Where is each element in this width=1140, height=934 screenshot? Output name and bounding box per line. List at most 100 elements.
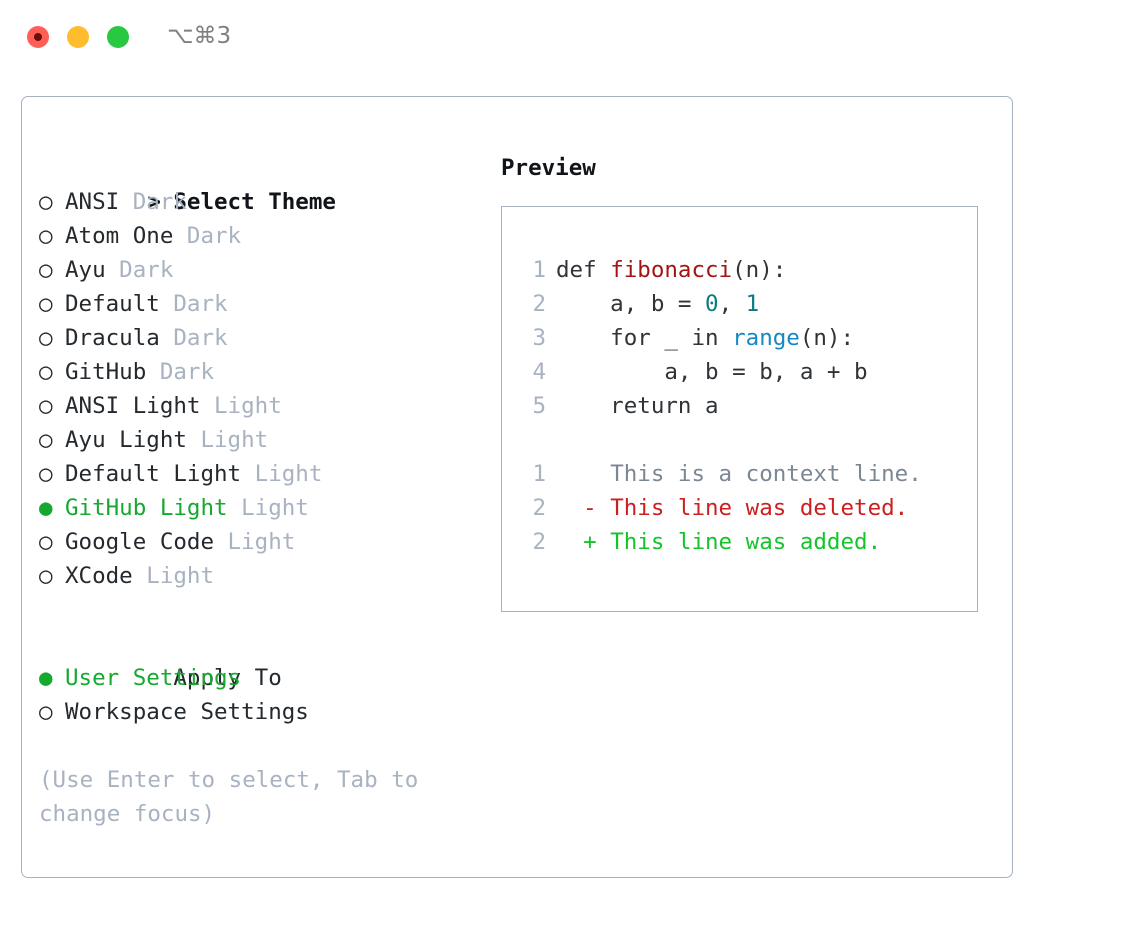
apply-to-list: ● User Settings ○Workspace Settings xyxy=(39,661,479,729)
theme-list-item[interactable]: ○Default Light Light xyxy=(39,457,479,491)
minimize-window-button[interactable] xyxy=(67,26,89,48)
theme-list-item[interactable]: ○ Atom One Dark xyxy=(39,219,479,253)
code-diff-spacer xyxy=(518,423,968,457)
diff-text: This line was added. xyxy=(610,529,882,555)
code-line: 4 a, b = b, a + b xyxy=(518,355,968,389)
radio-unselected-icon: ○ xyxy=(39,563,53,589)
theme-list-item[interactable]: ○ Google Code Light xyxy=(39,525,479,559)
theme-variant-tag: Dark xyxy=(119,189,187,215)
diff-line-text: - This line was deleted. xyxy=(556,495,908,521)
theme-list-item[interactable]: ○ANSI Light Light xyxy=(39,389,479,423)
maximize-window-button[interactable] xyxy=(107,26,129,48)
diff-sample: 1 This is a context line.2 - This line w… xyxy=(518,457,968,559)
select-theme-header-label: Select Theme xyxy=(173,189,336,215)
code-token-plain: a xyxy=(705,393,719,419)
radio-unselected-icon: ○ xyxy=(39,359,53,385)
diff-text: This line was deleted. xyxy=(610,495,909,521)
apply-to-header: ○Apply To xyxy=(39,627,479,691)
radio-selected-icon: ● xyxy=(39,495,53,521)
theme-name: XCode xyxy=(65,563,133,589)
main-panel: >Select Theme ○ANSI Dark○Atom One Dark○A… xyxy=(21,96,1013,878)
theme-variant-tag: Light xyxy=(132,563,215,589)
theme-name: Atom One xyxy=(65,223,174,249)
theme-list-item[interactable]: ○ GitHub Dark xyxy=(39,355,479,389)
code-line: 2 a, b = 0, 1 xyxy=(518,287,968,321)
theme-list-item[interactable]: ○Ayu Light Light xyxy=(39,423,479,457)
theme-name: GitHub Light xyxy=(65,495,228,521)
code-token-fn: fibonacci xyxy=(610,257,733,283)
theme-list-item[interactable]: ○ XCode Light xyxy=(39,559,479,593)
list-spacer xyxy=(39,593,479,627)
theme-variant-tag: Dark xyxy=(159,291,228,317)
theme-name: Dracula xyxy=(65,325,160,351)
code-token-kw: for xyxy=(556,325,665,351)
code-token-num: 0 xyxy=(705,291,719,317)
radio-unselected-icon: ○ xyxy=(39,699,53,725)
radio-unselected-icon: ○ xyxy=(39,427,53,453)
code-token-kw: return xyxy=(556,393,706,419)
select-theme-header: > Select Theme xyxy=(39,151,479,215)
radio-unselected-icon: ○ xyxy=(39,529,53,555)
diff-line-text: This is a context line. xyxy=(556,461,922,487)
theme-list-item[interactable]: ○ Dracula Dark xyxy=(39,321,479,355)
diff-marker: - xyxy=(583,495,597,521)
theme-name: GitHub xyxy=(65,359,147,385)
code-token-plain: (n): xyxy=(732,257,787,283)
radio-unselected-icon: ○ xyxy=(39,223,53,249)
code-token-plain: , xyxy=(718,291,746,317)
code-line-number: 3 xyxy=(532,325,546,351)
diff-line-text: + This line was added. xyxy=(556,529,881,555)
code-token-kw: def xyxy=(556,257,611,283)
title-bar: ⌥⌘3 xyxy=(0,0,1140,78)
theme-list-item[interactable]: ○ Default Dark xyxy=(39,287,479,321)
code-line-number: 4 xyxy=(532,359,546,385)
code-line: 5 return a xyxy=(518,389,968,423)
theme-variant-tag: Dark xyxy=(173,223,242,249)
theme-list: ○ANSI Dark○Atom One Dark○Ayu Dark○Defaul… xyxy=(39,185,479,593)
preview-title: Preview xyxy=(501,155,596,181)
close-icon xyxy=(34,33,42,41)
apply-to-item[interactable]: ● User Settings xyxy=(39,661,479,695)
theme-name: Google Code xyxy=(65,529,215,555)
code-line: 1 def fibonacci(n): xyxy=(518,253,968,287)
preview-column: Preview 1 def fibonacci(n): 2 a, b = 0, 1 3… xyxy=(501,151,991,612)
theme-list-item[interactable]: ○ANSI Dark xyxy=(39,185,479,219)
code-line-number: 1 xyxy=(532,257,546,283)
diff-line: 2 - This line was deleted. xyxy=(518,491,968,525)
code-token-num: 1 xyxy=(745,291,760,317)
theme-list-item[interactable]: ○Ayu Dark xyxy=(39,253,479,287)
prompt-caret-icon: > xyxy=(147,189,161,215)
theme-variant-tag: Light xyxy=(214,529,296,555)
theme-variant-tag: Dark xyxy=(146,359,215,385)
radio-unselected-icon: ○ xyxy=(39,291,53,317)
diff-marker: + xyxy=(583,529,597,555)
theme-name: Default Light xyxy=(65,461,242,487)
diff-line: 1 This is a context line. xyxy=(518,457,968,491)
radio-selected-icon: ● xyxy=(39,665,53,691)
code-line-number: 5 xyxy=(532,393,546,419)
theme-name: Ayu Light xyxy=(65,427,187,453)
apply-to-header-label: Apply To xyxy=(173,665,282,691)
radio-unselected-icon: ○ xyxy=(39,461,53,487)
radio-unselected-icon: ○ xyxy=(39,325,53,351)
theme-variant-tag: Light xyxy=(227,495,309,521)
radio-unselected-icon: ○ xyxy=(39,189,53,215)
theme-name: ANSI Light xyxy=(65,393,201,419)
code-token-kw: in xyxy=(691,325,733,351)
theme-list-item[interactable]: ● GitHub Light Light xyxy=(39,491,479,525)
keyboard-hint-text: (Use Enter to select, Tab to change focu… xyxy=(39,767,419,827)
code-token-plain: a, b = b, a + b xyxy=(556,359,868,385)
code-token-plain: a, b = xyxy=(556,291,706,317)
theme-name: Default xyxy=(65,291,160,317)
code-line-number: 2 xyxy=(532,291,546,317)
apply-to-label: User Settings xyxy=(65,665,242,691)
diff-marker xyxy=(583,461,597,487)
apply-to-item[interactable]: ○Workspace Settings xyxy=(39,695,479,729)
theme-variant-tag: Dark xyxy=(159,325,228,351)
diff-line: 2 + This line was added. xyxy=(518,525,968,559)
diff-line-number: 2 xyxy=(532,495,546,521)
